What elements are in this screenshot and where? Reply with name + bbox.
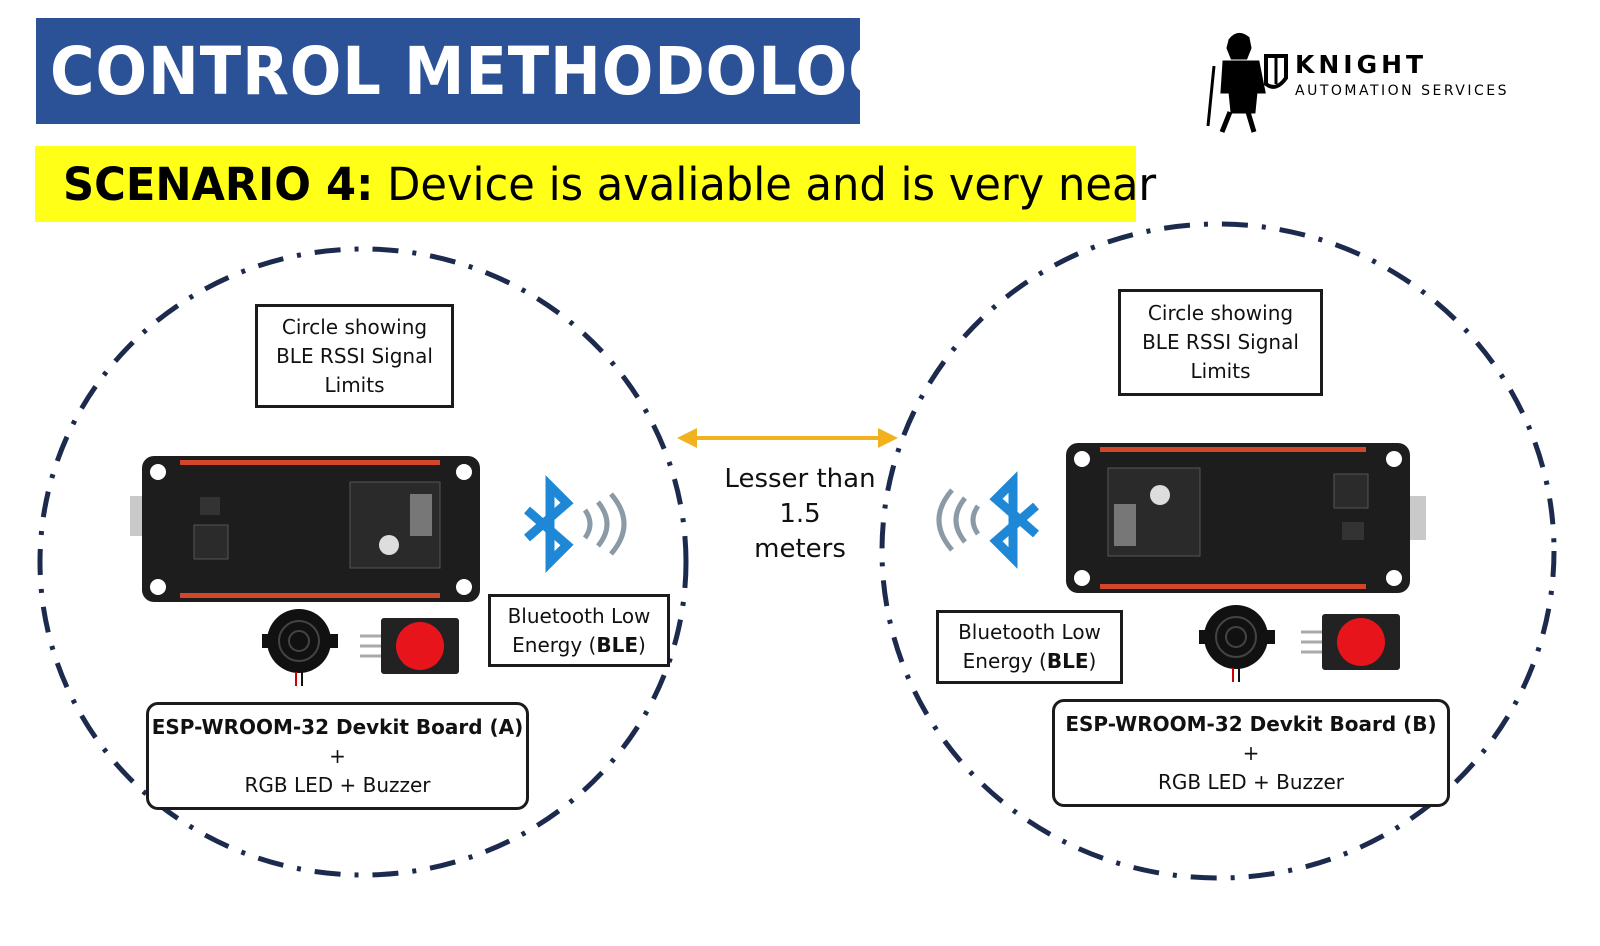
ble-caption-end: ) <box>638 632 646 657</box>
title-banner: CONTROL METHODOLOGY <box>36 18 942 124</box>
distance-label: Lesser than 1.5 meters <box>700 462 900 567</box>
logo-name: KNIGHT <box>1295 50 1428 79</box>
board-title-b: ESP-WROOM-32 Devkit Board (B) <box>1065 711 1437 736</box>
scenario-banner: SCENARIO 4: Device is avaliable and is v… <box>35 146 1156 222</box>
caption-line: BLE RSSI Signal <box>1142 330 1299 354</box>
rgb-led-b-icon <box>1301 614 1400 670</box>
esp32-board-b <box>1066 443 1426 593</box>
board-title-a: ESP-WROOM-32 Devkit Board (A) <box>151 714 524 739</box>
ble-caption-a: Bluetooth Low Energy (BLE) <box>488 594 670 667</box>
caption-line: Circle showing <box>1147 301 1294 325</box>
signal-circle-b <box>879 221 1557 881</box>
ble-caption-end: ) <box>1088 649 1097 673</box>
circle-caption-b: Circle showing BLE RSSI Signal Limits <box>1118 289 1323 396</box>
board-label-b: ESP-WROOM-32 Devkit Board (B) + RGB LED … <box>1052 699 1450 807</box>
logo-subtitle: AUTOMATION SERVICES <box>1295 83 1509 99</box>
board-label-a: ESP-WROOM-32 Devkit Board (A) + RGB LED … <box>146 702 529 810</box>
caption-line: Limits <box>324 372 385 397</box>
wifi-chip-icon <box>410 494 432 536</box>
buzzer-b-icon <box>1199 605 1275 682</box>
board-parts: RGB LED + Buzzer <box>1157 769 1345 794</box>
bluetooth-a-icon <box>524 475 627 573</box>
bluetooth-b-icon <box>936 471 1039 569</box>
page-title: CONTROL METHODOLOGY <box>50 32 943 110</box>
scenario-label: SCENARIO 4: <box>63 157 374 211</box>
ble-caption-line1: Bluetooth Low <box>958 620 1101 644</box>
signal-circle-a <box>37 246 689 878</box>
ble-caption-line2: Energy ( <box>962 649 1047 673</box>
distance-label-line2: meters <box>754 534 846 564</box>
ble-caption-b: Bluetooth Low Energy (BLE) <box>936 610 1123 684</box>
knight-logo-icon <box>1206 33 1288 133</box>
board-parts: RGB LED + Buzzer <box>244 772 431 797</box>
circle-caption-a: Circle showing BLE RSSI Signal Limits <box>255 304 454 408</box>
esp32-board-a <box>130 456 480 602</box>
board-plus: + <box>1242 740 1260 765</box>
scenario-text: Device is avaliable and is very near <box>373 157 1157 211</box>
buzzer-a-icon <box>262 609 338 686</box>
ble-caption-line2: Energy ( <box>512 632 597 657</box>
caption-line: BLE RSSI Signal <box>276 343 433 368</box>
board-plus: + <box>329 743 346 768</box>
caption-line: Limits <box>1190 359 1251 383</box>
distance-label-line1: Lesser than 1.5 <box>724 464 876 529</box>
ble-abbrev: BLE <box>1046 649 1089 673</box>
ble-caption-line1: Bluetooth Low <box>507 603 651 628</box>
caption-line: Circle showing <box>281 314 428 339</box>
ble-abbrev: BLE <box>596 632 639 657</box>
rgb-led-a-icon <box>360 618 459 674</box>
wifi-chip-icon <box>1114 504 1136 546</box>
